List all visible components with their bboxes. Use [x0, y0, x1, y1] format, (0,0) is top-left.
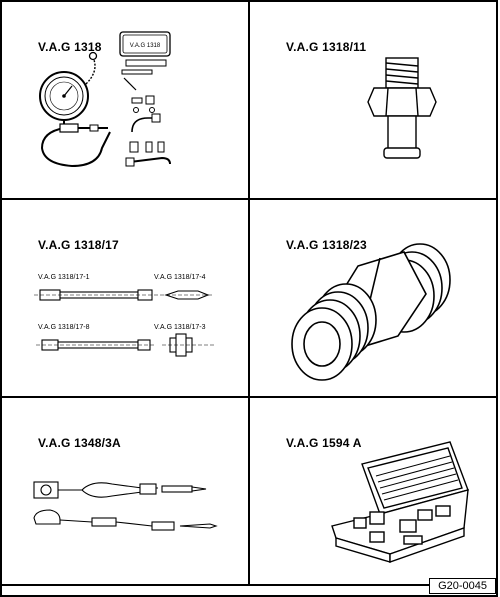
test-lead-illustration — [33, 481, 218, 531]
panel-vag-1318-17: V.A.G 1318/17 V.A.G 1318/17-1 V.A.G 1318… — [0, 198, 250, 398]
panel-title: V.A.G 1318 — [38, 40, 102, 54]
panel-title: V.A.G 1318/17 — [38, 238, 119, 252]
panel-title: V.A.G 1594 A — [286, 436, 362, 450]
panel-vag-1594-a: V.A.G 1594 A — [248, 396, 498, 586]
panel-vag-1348-3a: V.A.G 1348/3A — [0, 396, 250, 586]
adapter-illustration — [367, 57, 437, 159]
panel-vag-1318-23: V.A.G 1318/23 — [248, 198, 498, 398]
panel-title: V.A.G 1318/11 — [286, 40, 367, 54]
panel-vag-1318: V.A.G 1318 V.A.G 1318 — [0, 0, 250, 200]
case-label: V.A.G 1318 — [130, 43, 161, 49]
part-label: V.A.G 1318/17-8 — [38, 324, 90, 331]
part-label: V.A.G 1318/17-4 — [154, 274, 206, 281]
figure-code: G20-0045 — [429, 578, 496, 594]
hose-parts-illustration — [34, 289, 214, 357]
panel-title: V.A.G 1318/23 — [286, 238, 367, 252]
threaded-nipple-illustration — [291, 243, 451, 381]
part-label: V.A.G 1318/17-3 — [154, 324, 206, 331]
pressure-gauge-kit-illustration: V.A.G 1318 — [39, 31, 171, 168]
bottom-strip — [0, 584, 498, 597]
adapter-case-illustration — [331, 441, 469, 563]
panel-vag-1318-11: V.A.G 1318/11 — [248, 0, 498, 200]
panel-title: V.A.G 1348/3A — [38, 436, 121, 450]
part-label: V.A.G 1318/17-1 — [38, 274, 90, 281]
